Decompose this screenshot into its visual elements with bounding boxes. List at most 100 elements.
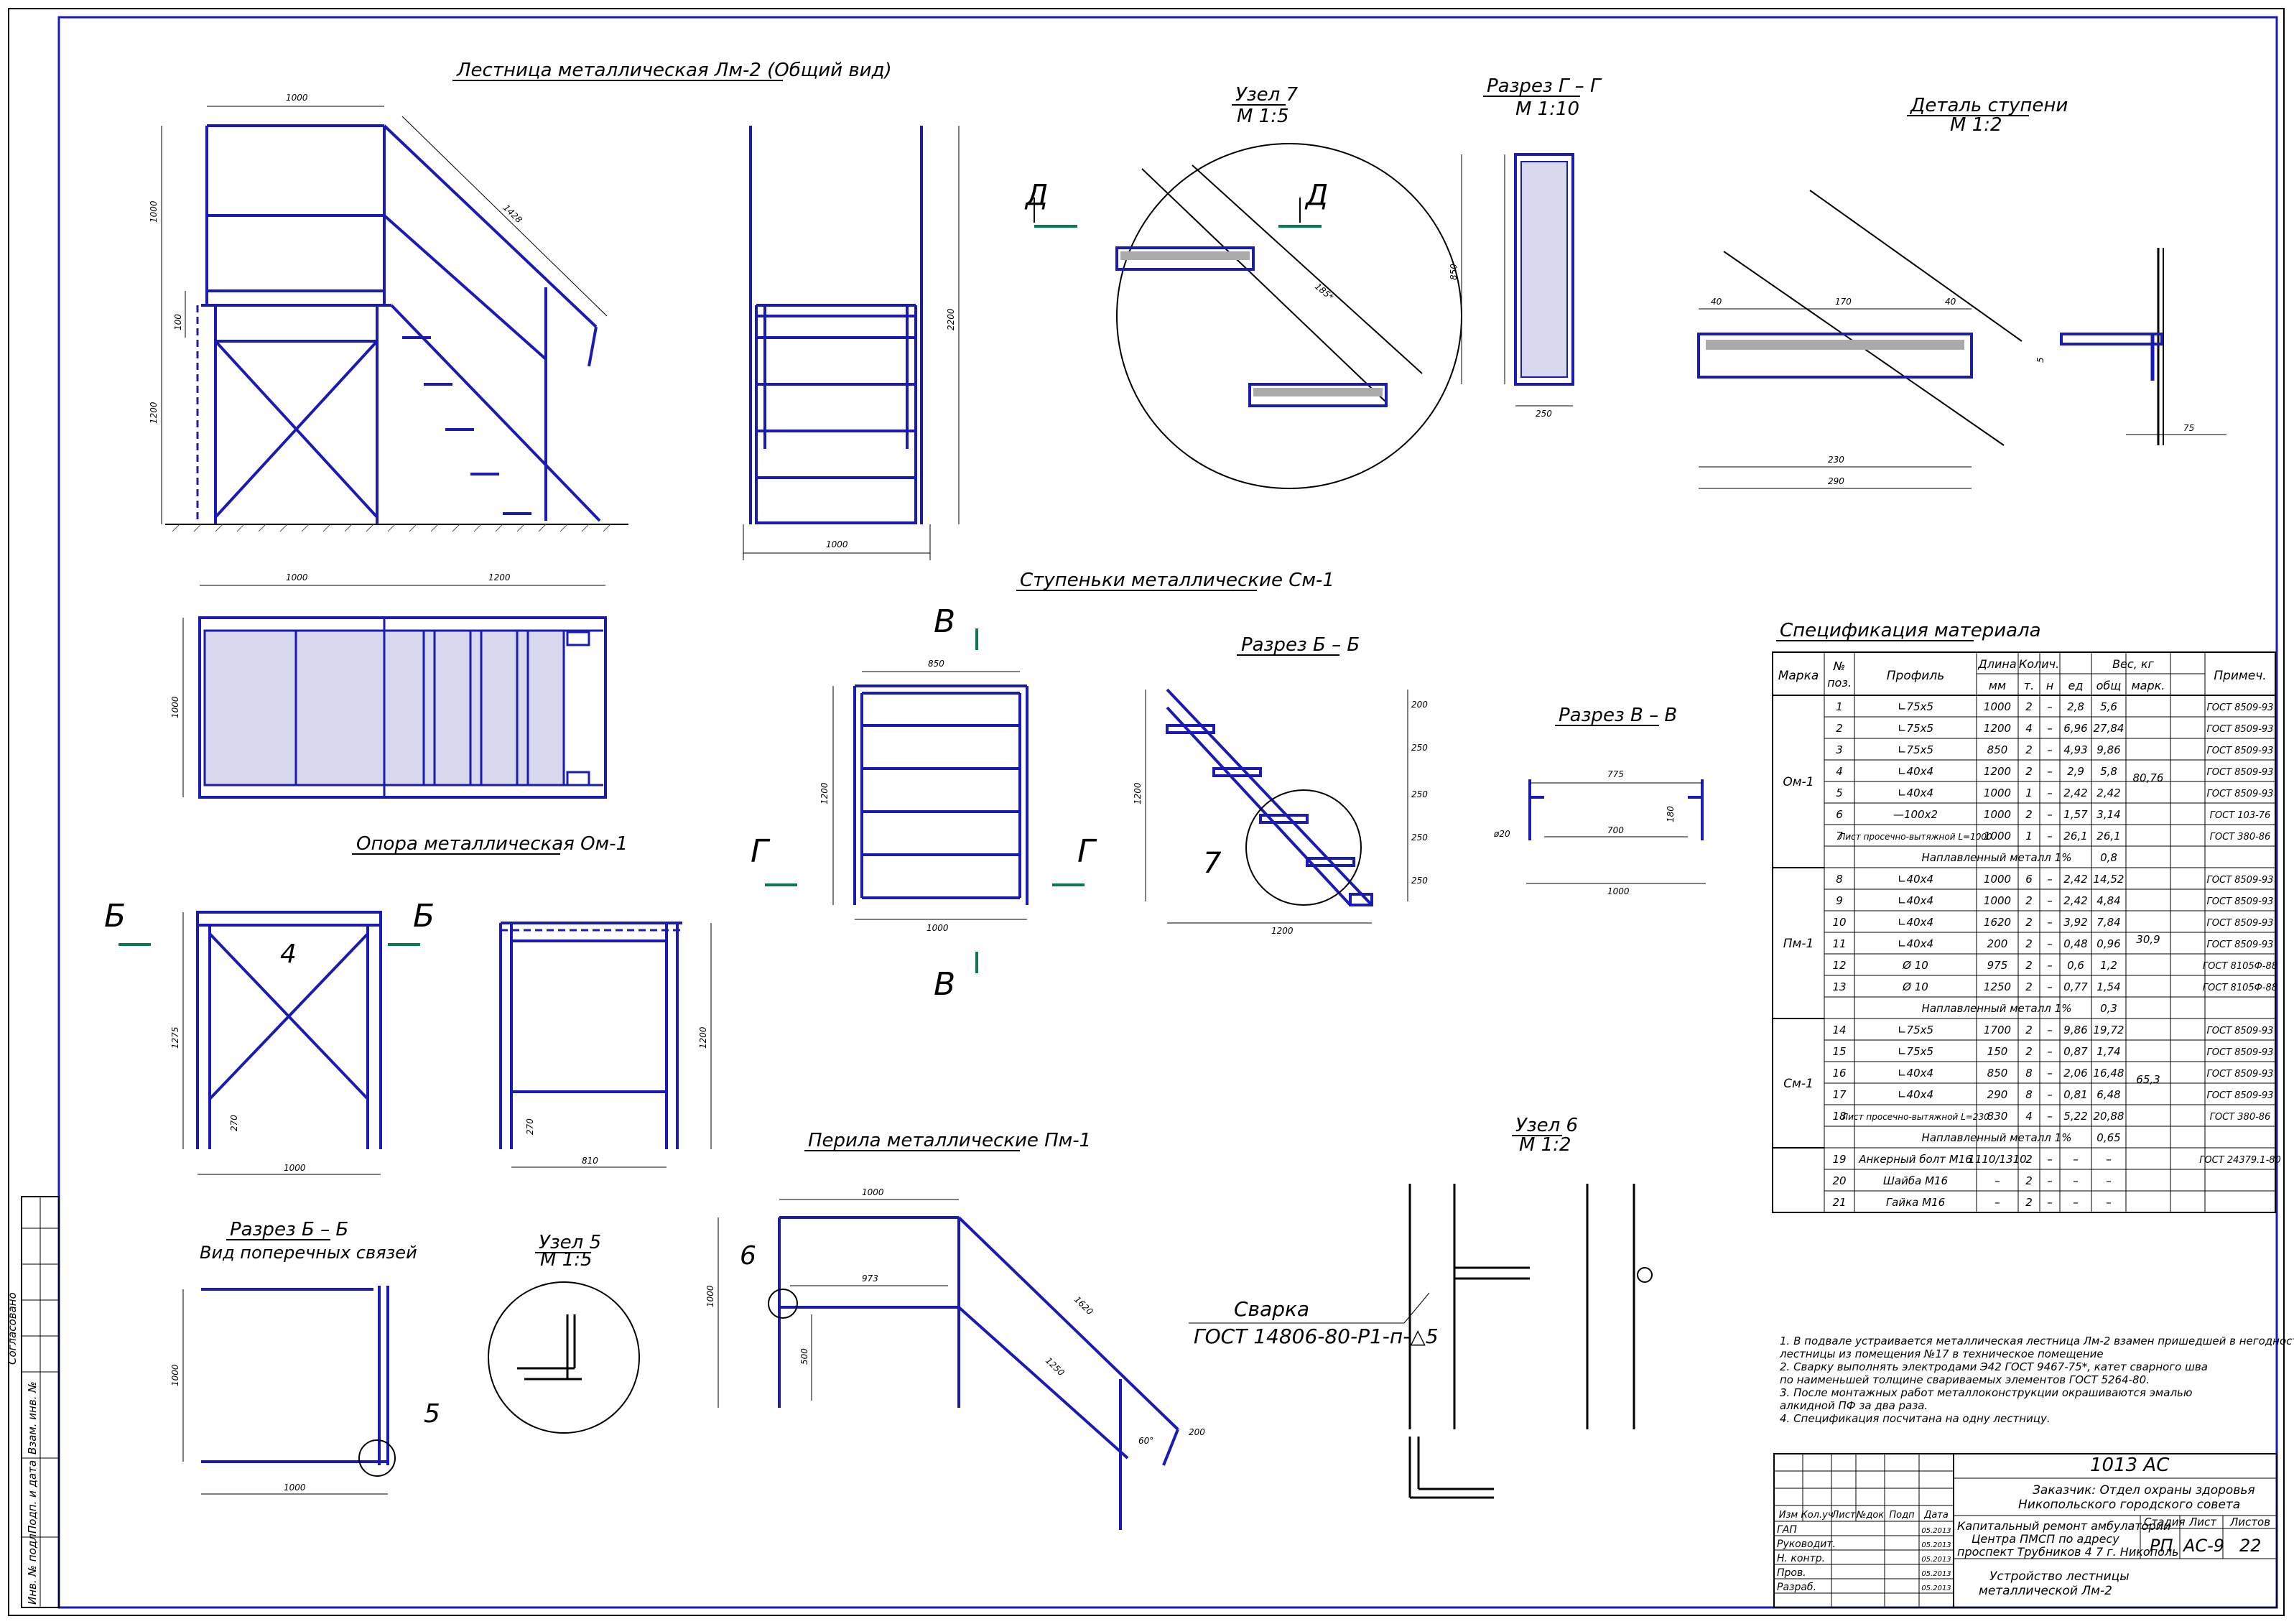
stamp-col-podp: Подп <box>1889 1510 1915 1521</box>
side-stamp: Согласовано Взам. инв. № Подп. и дата Ин… <box>6 1196 60 1608</box>
spec-h-pos: № <box>1833 659 1846 673</box>
spec-len: 850 <box>1987 743 2008 756</box>
dim-1000l: 1000 <box>705 1285 715 1307</box>
spec-len: 975 <box>1987 959 2008 972</box>
dim-230: 230 <box>1828 455 1844 465</box>
side-sign-date: Подп. и дата <box>26 1460 39 1533</box>
spec-len: 830 <box>1987 1110 2008 1123</box>
spec-profile: ∟75х5 <box>1898 743 1933 756</box>
spec-len: 1000 <box>1984 873 2011 886</box>
spec-obsh: 9,86 <box>2096 743 2120 756</box>
spec-n: – <box>2047 1045 2053 1058</box>
title-support: Опора металлическая Ом-1 <box>356 833 628 855</box>
mark-g-left: Г <box>751 833 771 870</box>
dim-1000h: 1000 <box>284 1163 306 1173</box>
spec-len: 1000 <box>1984 830 2011 843</box>
spec-len: 1200 <box>1984 722 2011 735</box>
spec-obsh: 16,48 <box>2094 1067 2124 1080</box>
title-spec: Спецификация материала <box>1780 620 2041 641</box>
dim-1200e: 1200 <box>1133 782 1143 804</box>
spec-len: 1000 <box>1984 808 2011 821</box>
mark-b-left: Б <box>104 898 126 934</box>
spec-h-pos2: поз. <box>1827 676 1852 690</box>
spec-pos: 14 <box>1832 1024 1846 1036</box>
spec-h-weight: Вес, кг <box>2112 657 2154 671</box>
spec-obsh: 26,1 <box>2096 830 2120 843</box>
stamp-sheets-h: Листов <box>2229 1516 2270 1528</box>
spec-n: – <box>2047 1174 2053 1187</box>
spec-obsh: 1,54 <box>2096 980 2120 993</box>
spec-t: 8 <box>2025 1088 2033 1101</box>
spec-h-markw: марк. <box>2132 679 2165 692</box>
spec-profile: ∟75х5 <box>1898 700 1933 713</box>
note-line: 2. Сварку выполнять электродами Э42 ГОСТ… <box>1780 1360 2208 1373</box>
stamp-date: 05.2013 <box>1921 1570 1951 1578</box>
spec-ed: – <box>2073 1196 2079 1209</box>
spec-pos: 6 <box>1836 808 1843 821</box>
stamp-sheet-title2: металлической Лм-2 <box>1979 1584 2112 1598</box>
dim-250d: 250 <box>1411 832 1428 843</box>
spec-t: 2 <box>2025 743 2033 756</box>
spec-h-mm: мм <box>1989 679 2006 692</box>
dim-200b: 200 <box>1189 1427 1205 1437</box>
spec-profile: ∟40х4 <box>1898 873 1933 886</box>
spec-profile: ∟40х4 <box>1898 937 1933 950</box>
spec-obsh: 7,84 <box>2096 916 2120 929</box>
spec-obsh: – <box>2106 1153 2112 1166</box>
spec-obsh: 5,8 <box>2100 765 2117 778</box>
spec-profile: Лист просечно-вытяжной L=1000 <box>1838 832 1992 842</box>
spec-obsh: 0,65 <box>2096 1131 2120 1144</box>
spec-len: 1000 <box>1984 787 2011 799</box>
spec-obsh: 4,84 <box>2096 894 2120 907</box>
stamp-col-koluch: Кол.уч <box>1801 1510 1834 1521</box>
title-step-detail-scale: М 1:2 <box>1950 114 2002 136</box>
dim-700: 700 <box>1607 825 1624 835</box>
spec-ed: 2,42 <box>2063 894 2087 907</box>
stamp-role: Разраб. <box>1777 1582 1816 1593</box>
dim-1200f: 1200 <box>698 1026 708 1049</box>
dim-500: 500 <box>799 1348 809 1365</box>
spec-obsh: – <box>2106 1174 2112 1187</box>
spec-n: – <box>2047 959 2053 972</box>
spec-t: 2 <box>2025 894 2033 907</box>
note-line: 3. После монтажных работ металлоконструк… <box>1780 1386 2193 1399</box>
spec-n: – <box>2047 1067 2053 1080</box>
spec-profile: Наплавленный металл 1% <box>1922 1002 2072 1015</box>
outer-frame <box>8 8 2285 1616</box>
weld-gost: ГОСТ 14806-80-Р1-п-△5 <box>1194 1324 1439 1348</box>
spec-t: 2 <box>2025 959 2033 972</box>
stamp-col-ndok: №док <box>1856 1510 1884 1521</box>
spec-t: 2 <box>2025 1153 2033 1166</box>
spec-t: 4 <box>2025 722 2033 735</box>
mark-6: 6 <box>740 1241 756 1271</box>
node-7: Узел 7 М 1:5 Д Д 185* <box>1024 84 1462 489</box>
spec-group-weight: 80,76 <box>2133 771 2164 784</box>
mark-4: 4 <box>280 939 297 969</box>
spec-len: 200 <box>1987 937 2008 950</box>
stamp-col-list: Лист <box>1831 1510 1856 1521</box>
spec-ed: 26,1 <box>2063 830 2087 843</box>
stamp-date: 05.2013 <box>1921 1541 1951 1549</box>
spec-t: 1 <box>2025 787 2033 799</box>
spec-pos: 10 <box>1832 916 1846 929</box>
dim-973: 973 <box>862 1273 878 1284</box>
dim-250e: 250 <box>1411 876 1428 886</box>
spec-ed: 2,42 <box>2063 873 2087 886</box>
dim-250b: 250 <box>1411 743 1428 753</box>
spec-ed: 0,81 <box>2063 1088 2087 1101</box>
dim-75: 75 <box>2183 423 2194 433</box>
spec-ed: 9,86 <box>2063 1024 2087 1036</box>
spec-note: ГОСТ 8509-93 <box>2207 1090 2274 1101</box>
dim-290: 290 <box>1828 476 1844 486</box>
spec-pos: 9 <box>1836 894 1843 907</box>
spec-ed: 2,06 <box>2063 1067 2087 1080</box>
title-node6-scale: М 1:2 <box>1519 1134 1571 1156</box>
spec-group-mark: Ом-1 <box>1783 775 1814 789</box>
spec-len: 850 <box>1987 1067 2008 1080</box>
spec-t: 1 <box>2025 830 2033 843</box>
spec-obsh: 5,6 <box>2100 700 2117 713</box>
spec-obsh: 6,48 <box>2096 1088 2120 1101</box>
dim-850a: 850 <box>1449 264 1459 280</box>
dim-1000g: 1000 <box>1607 886 1630 896</box>
spec-group-weight: 65,3 <box>2136 1073 2160 1086</box>
